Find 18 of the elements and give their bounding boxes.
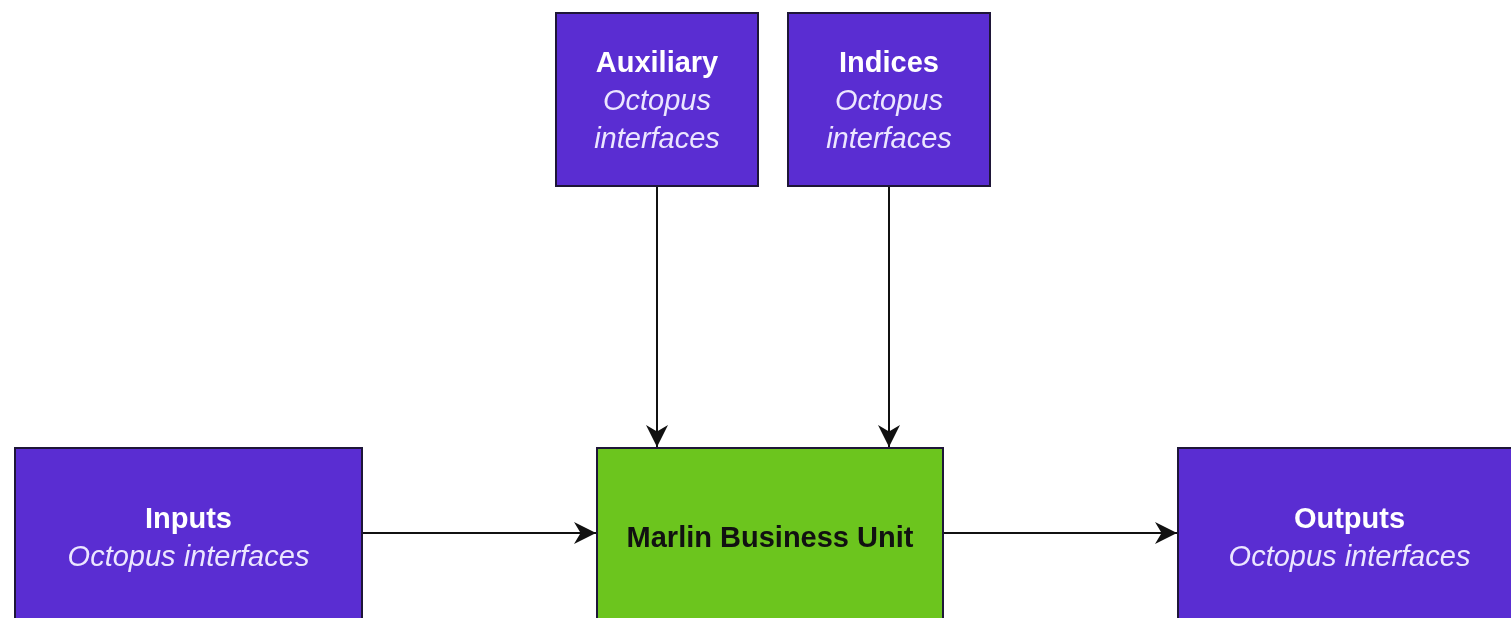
box-subtitle: Octopus interfaces xyxy=(593,82,721,156)
arrow xyxy=(943,522,1178,544)
box-title: Auxiliary xyxy=(595,44,719,80)
box-title: Indices xyxy=(839,44,939,80)
arrow xyxy=(878,186,900,448)
process-box xyxy=(787,12,991,187)
process-box xyxy=(596,447,944,618)
box-title: Marlin Business Unit xyxy=(626,520,914,555)
box-title: Outputs xyxy=(1293,501,1406,536)
box-subtitle: Octopus interfaces xyxy=(67,539,310,574)
arrow xyxy=(362,522,597,544)
box-title: Inputs xyxy=(145,501,232,536)
process-box xyxy=(14,447,363,618)
arrow xyxy=(646,186,668,448)
box-subtitle: Octopus interfaces xyxy=(1228,539,1471,574)
process-box xyxy=(555,12,759,187)
process-box xyxy=(1177,447,1511,618)
box-subtitle: Octopus interfaces xyxy=(825,82,953,156)
